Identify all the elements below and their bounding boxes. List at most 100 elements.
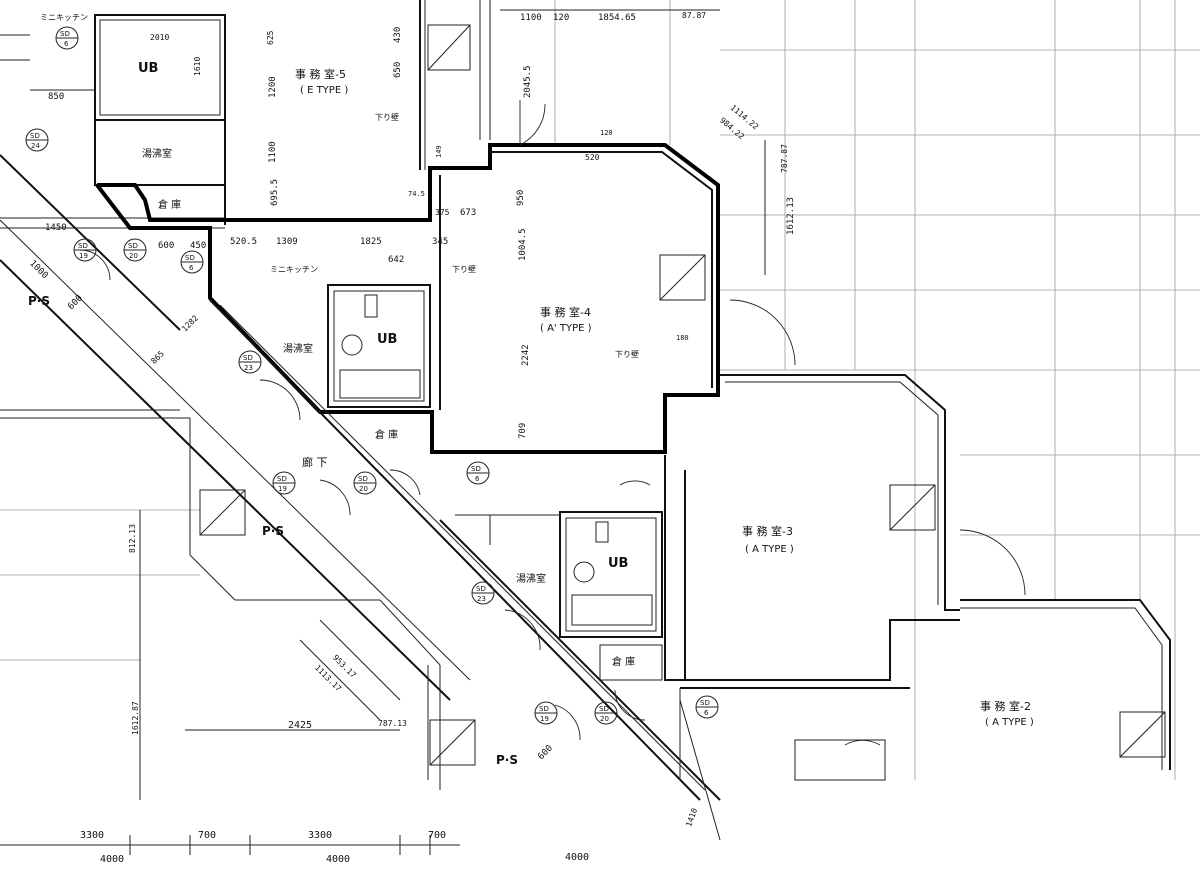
- sd-tag: SD 19: [272, 471, 296, 495]
- sd-tag: SD 6: [466, 461, 490, 485]
- dim-label: 2242: [521, 344, 531, 366]
- dim-label: 850: [48, 92, 64, 102]
- svg-text:SD: SD: [30, 132, 40, 140]
- dim-label: 1004.5: [518, 228, 528, 261]
- dim-label: 1100: [268, 141, 278, 163]
- svg-text:SD: SD: [185, 254, 195, 262]
- dim-label: 812.13: [128, 524, 137, 553]
- dim-label: 1100: [520, 13, 542, 23]
- ps-shafts: [199, 254, 1166, 766]
- dim-label: 345: [432, 237, 448, 247]
- office-4-inner-wall: [490, 151, 713, 388]
- washroom-label: 湯沸室: [516, 572, 546, 585]
- office-3-type: ( A TYPE ): [745, 544, 794, 555]
- dim-label: 1000: [27, 259, 49, 281]
- svg-text:19: 19: [278, 485, 287, 493]
- dim-label: 673: [460, 208, 476, 218]
- svg-text:SD: SD: [243, 354, 253, 362]
- storage-label: 倉 庫: [612, 655, 635, 668]
- svg-text:SD: SD: [128, 242, 138, 250]
- dim-label: 4000: [326, 854, 350, 865]
- dim-label: 2010: [150, 33, 169, 42]
- storage-label: 倉 庫: [158, 198, 181, 211]
- svg-text:6: 6: [189, 264, 194, 272]
- dim-label: 87.87: [682, 11, 706, 20]
- corridor-label: 廊 下: [302, 455, 328, 469]
- dim-label: 2425: [288, 720, 312, 731]
- svg-text:6: 6: [704, 709, 709, 717]
- dim-label: 74.5: [408, 190, 425, 198]
- office-labels: 事 務 室-5 ( E TYPE ) 事 務 室-4 ( A' TYPE ) 事…: [295, 67, 1034, 728]
- dim-label: 1309: [276, 237, 298, 247]
- svg-text:SD: SD: [358, 475, 368, 483]
- svg-text:20: 20: [600, 715, 609, 723]
- washroom-label: 湯沸室: [283, 342, 313, 355]
- svg-text:24: 24: [31, 142, 40, 150]
- dim-label: 787.87: [780, 144, 789, 173]
- office-4-type: ( A' TYPE ): [540, 323, 592, 334]
- svg-text:SD: SD: [539, 705, 549, 713]
- dim-label: 787.13: [378, 719, 407, 728]
- svg-text:SD: SD: [599, 705, 609, 713]
- svg-text:6: 6: [64, 40, 69, 48]
- dim-label: 700: [198, 830, 216, 841]
- ub-block-4: [327, 284, 431, 408]
- dim-label: 625: [266, 30, 275, 45]
- office-4-name: 事 務 室-4: [540, 305, 591, 319]
- dim-label: 120: [553, 13, 569, 23]
- mini-kitchen-label: ミニキッチン: [40, 13, 88, 22]
- dim-label: 600: [536, 743, 555, 762]
- office-3-name: 事 務 室-3: [742, 524, 793, 538]
- dim-label: 650: [393, 62, 403, 78]
- office-2-name: 事 務 室-2: [980, 699, 1031, 713]
- ub-label: UB: [138, 61, 158, 76]
- dim-label: 865: [149, 349, 166, 366]
- dim-label: 1200: [268, 76, 278, 98]
- dim-label: 120: [600, 129, 613, 137]
- svg-text:SD: SD: [78, 242, 88, 250]
- dim-label: 642: [388, 255, 404, 265]
- svg-text:SD: SD: [60, 30, 70, 38]
- dim-label: 1450: [45, 223, 67, 233]
- sd-tag: SD 6: [180, 250, 204, 274]
- dim-label: 430: [393, 27, 403, 43]
- office-5-name: 事 務 室-5: [295, 67, 346, 81]
- ps-label: P·S: [262, 524, 284, 538]
- dim-label: 520.5: [230, 237, 257, 247]
- mini-kitchen-label: ミニキッチン: [270, 265, 318, 274]
- dim-label: 4000: [100, 854, 124, 865]
- dim-label: 3300: [80, 830, 104, 841]
- svg-text:SD: SD: [700, 699, 710, 707]
- ps-label: P·S: [496, 753, 518, 767]
- dim-label: 953.17: [331, 653, 358, 680]
- office-3-walls: [455, 374, 960, 681]
- svg-text:SD: SD: [471, 465, 481, 473]
- svg-text:20: 20: [359, 485, 368, 493]
- dim-label: 1612.13: [786, 197, 796, 235]
- dim-label: 1410: [684, 807, 699, 828]
- office-5-type: ( E TYPE ): [300, 85, 348, 96]
- ub-label: UB: [608, 556, 628, 571]
- sd-tag: SD 20: [353, 471, 377, 495]
- office-5-walls: [0, 0, 491, 229]
- storage-label: 倉 庫: [375, 428, 398, 441]
- corridor-walls: [0, 154, 721, 801]
- dim-label: 375: [435, 208, 450, 217]
- sd-tag: SD 6: [55, 26, 79, 50]
- dim-label: 2045.5: [523, 65, 533, 98]
- door-swings: [79, 100, 1026, 746]
- svg-text:6: 6: [475, 475, 480, 483]
- sd-tag: SD 6: [695, 695, 719, 719]
- ub-label: UB: [377, 332, 397, 347]
- ps-label: P·S: [28, 294, 50, 308]
- sd-tag: SD 24: [25, 128, 49, 152]
- svg-text:SD: SD: [277, 475, 287, 483]
- dim-label: 1854.65: [598, 13, 636, 23]
- dim-label: 695.5: [270, 179, 280, 206]
- dim-label: 600: [66, 293, 85, 312]
- dim-label: 520: [585, 153, 600, 162]
- grid-lines: [0, 0, 1200, 780]
